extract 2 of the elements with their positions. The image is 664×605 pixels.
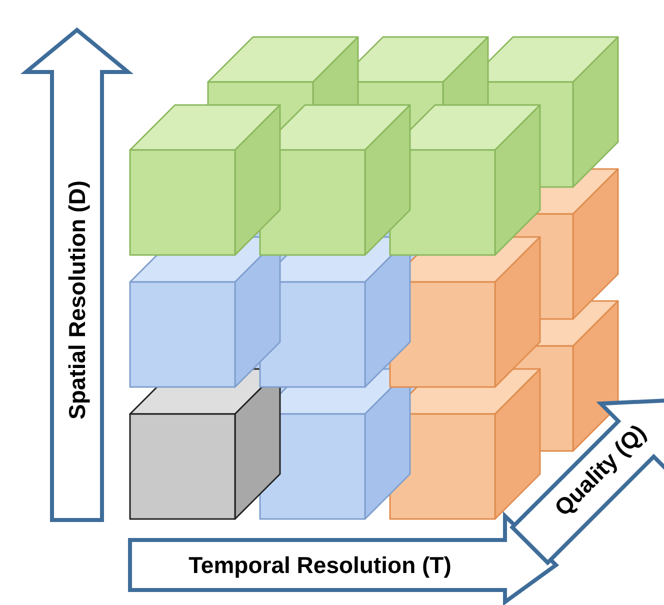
axis-label: Spatial Resolution (D) [64, 180, 90, 420]
axis-label: Temporal Resolution (T) [188, 552, 452, 578]
